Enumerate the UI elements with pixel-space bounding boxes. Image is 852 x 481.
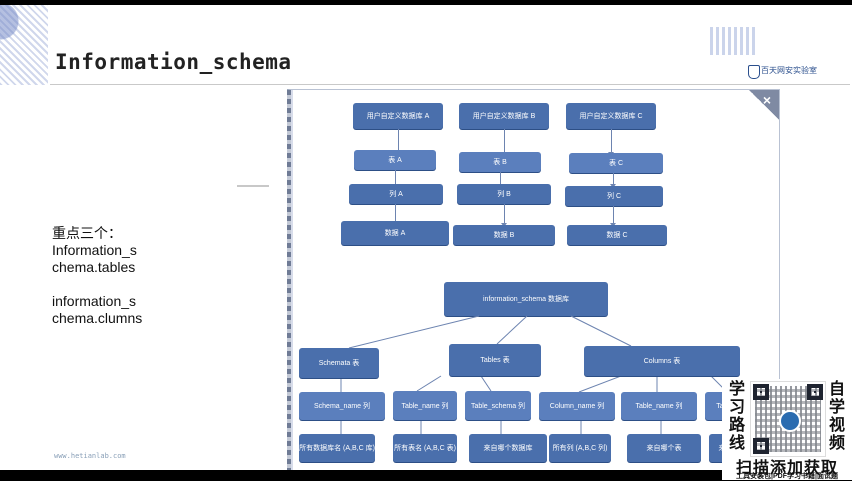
all-table-names-box: 所有表名 (A,B,C 表) <box>393 434 457 462</box>
table-box-a: 表 A <box>354 150 436 170</box>
brand-shield-icon <box>748 65 760 79</box>
footer-url: www.hetianlab.com <box>54 452 126 460</box>
all-db-names-box: 所有数据库名 (A,B,C 库) <box>299 434 375 462</box>
promo-left-char: 路 <box>728 417 745 434</box>
promo-right-char: 学 <box>828 399 845 416</box>
data-box-b: 数据 B <box>453 225 555 245</box>
tree-connectors <box>340 315 728 434</box>
qr-center-logo-icon <box>779 410 801 432</box>
bottom-black-bar <box>0 470 722 480</box>
column-box-a: 列 A <box>349 184 443 204</box>
presentation-slide: Information_schema 百天网安实验室 重点三个： Informa… <box>0 5 852 470</box>
table-name-box: Table_name 列 <box>393 391 457 420</box>
schemata-table-box: Schemata 表 <box>299 348 379 378</box>
db-box-c: 用户自定义数据库 C <box>566 103 656 129</box>
close-icon[interactable]: × <box>762 92 772 108</box>
key-points-text: 重点三个： Information_s chema.tables informa… <box>52 225 142 327</box>
key-points-line: information_s <box>52 293 137 309</box>
qr-finder <box>807 384 823 400</box>
table-name-box-2: Table_name 列 <box>621 392 697 420</box>
promo-left-char: 学 <box>728 381 745 398</box>
tables-table-box: Tables 表 <box>449 344 541 376</box>
promo-subtitle: 工具安装包|PDF学习书籍|面试题 <box>736 473 838 480</box>
from-which-db-box: 来自哪个数据库 <box>469 434 547 462</box>
all-columns-box: 所有列 (A,B,C 列) <box>549 434 611 462</box>
schema-name-box: Schema_name 列 <box>299 392 385 420</box>
key-points-heading: 重点三个： <box>52 225 122 241</box>
column-box-b: 列 B <box>457 184 551 204</box>
diagram-edge-strip <box>287 90 291 470</box>
from-which-table-box: 来自哪个表 <box>627 434 701 462</box>
qr-code-icon[interactable] <box>750 381 826 457</box>
data-box-a: 数据 A <box>341 221 449 245</box>
qr-finder <box>753 384 769 400</box>
slide-title: Information_schema <box>55 50 292 74</box>
diagram-close-corner[interactable] <box>749 90 779 120</box>
root-box: information_schema 数据库 <box>444 282 608 316</box>
qr-finder <box>753 438 769 454</box>
top-black-bar <box>0 0 852 5</box>
db-box-a: 用户自定义数据库 A <box>353 103 443 129</box>
schema-diagram-image: × 用户自定义数据库 A 用户自定义数据库 B 用户自定义数据库 C 表 A 表… <box>287 89 780 470</box>
corner-decoration <box>0 5 48 85</box>
table-box-b: 表 B <box>459 152 541 172</box>
promo-qr-panel[interactable]: 学 习 路 线 自 学 视 频 扫描添加获取 工具安装包|PDF学习书籍|面试题 <box>722 379 852 480</box>
key-points-line: Information_s <box>52 242 137 258</box>
promo-left-char: 习 <box>728 399 745 416</box>
table-box-c: 表 C <box>569 153 663 173</box>
db-box-b: 用户自定义数据库 B <box>459 103 549 129</box>
promo-right-char: 自 <box>828 381 845 398</box>
columns-table-box: Columns 表 <box>584 346 740 376</box>
promo-left-char: 线 <box>728 435 745 452</box>
column-name-box: Column_name 列 <box>539 392 615 420</box>
data-box-c: 数据 C <box>567 225 667 245</box>
column-box-c: 列 C <box>565 186 663 206</box>
brand-name: 百天网安实验室 <box>761 66 817 75</box>
promo-cta: 扫描添加获取 <box>735 460 838 477</box>
faded-logo-mark <box>710 27 758 55</box>
promo-right-char: 频 <box>828 435 845 452</box>
key-points-line: chema.tables <box>52 259 136 275</box>
decorative-dash <box>237 185 269 187</box>
title-divider <box>50 84 850 85</box>
promo-right-char: 视 <box>828 417 845 434</box>
key-points-line: chema.clumns <box>52 310 143 326</box>
table-schema-box: Table_schema 列 <box>465 391 531 420</box>
